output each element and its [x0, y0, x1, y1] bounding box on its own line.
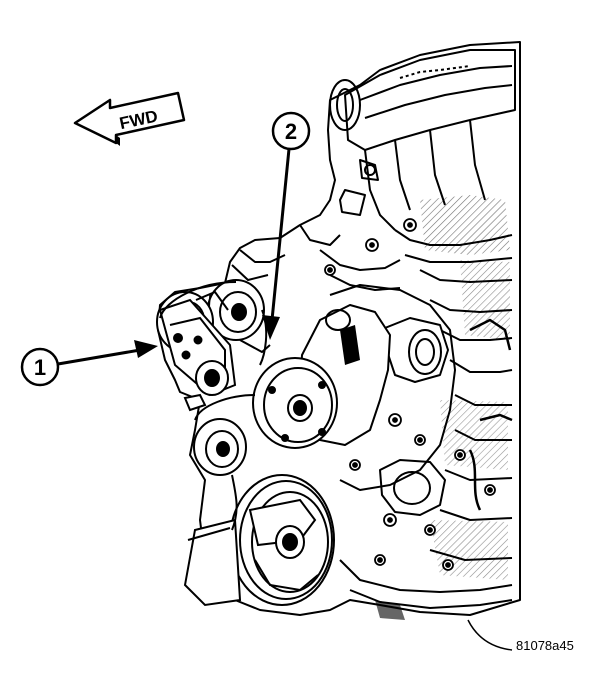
engine-block	[157, 41, 521, 616]
figure-id-leader	[467, 619, 513, 651]
figure-id: 81078a45	[516, 638, 574, 653]
callout-2-number: 2	[285, 119, 297, 144]
water-pump-pulley	[252, 357, 338, 449]
fwd-direction-arrow: FWD	[73, 91, 186, 146]
callout-2: 2	[262, 111, 311, 340]
accessory-belt	[159, 281, 268, 531]
crankshaft-damper	[183, 474, 335, 607]
belt-tensioner	[156, 290, 271, 397]
callout-1-number: 1	[34, 355, 46, 380]
bolts	[324, 218, 496, 571]
callout-1: 1	[20, 340, 158, 387]
idler-pulley-lower	[183, 393, 247, 476]
